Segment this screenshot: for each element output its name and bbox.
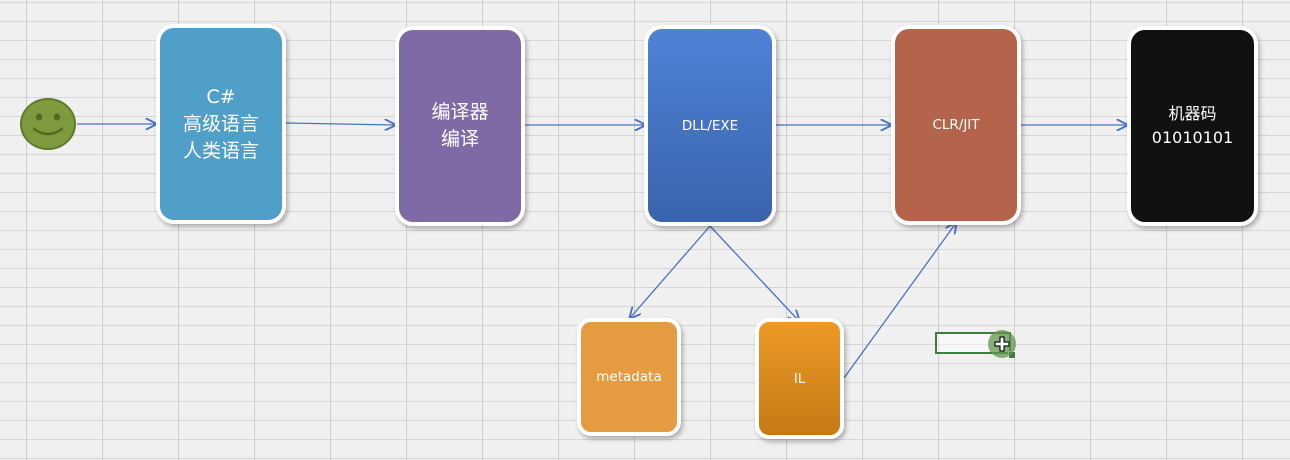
arrow-dll-to-il <box>709 225 799 321</box>
arrow-csharp-to-compiler <box>285 123 395 125</box>
compiler-node[interactable]: 编译器 编译 <box>395 26 525 226</box>
smiley-face-icon[interactable] <box>19 97 77 151</box>
clr-jit-node[interactable]: CLR/JIT <box>891 25 1021 225</box>
arrow-il-to-clr <box>843 223 956 379</box>
machine-code-node[interactable]: 机器码 01010101 <box>1127 26 1258 226</box>
csharp-label: C# <box>206 85 236 108</box>
csharp-node[interactable]: C# 高级语言 人类语言 <box>156 24 286 224</box>
il-node[interactable]: IL <box>755 318 844 439</box>
dll-exe-node[interactable]: DLL/EXE <box>644 25 776 226</box>
dll-exe-label: DLL/EXE <box>681 117 739 134</box>
metadata-node[interactable]: metadata <box>577 318 681 436</box>
human-language-label: 人类语言 <box>182 139 259 162</box>
binary-code-label: 01010101 <box>1151 128 1234 147</box>
clr-jit-label: CLR/JIT <box>932 117 980 133</box>
metadata-label: metadata <box>596 369 662 385</box>
arrow-dll-to-metadata <box>630 225 711 318</box>
compiler-label: 编译器 <box>431 101 489 123</box>
high-level-language-label: 高级语言 <box>182 112 259 135</box>
cell-select-cross-cursor-icon <box>994 336 1010 352</box>
compile-label: 编译 <box>440 128 479 150</box>
il-label: IL <box>793 370 806 387</box>
machine-code-label: 机器码 <box>1168 104 1217 123</box>
